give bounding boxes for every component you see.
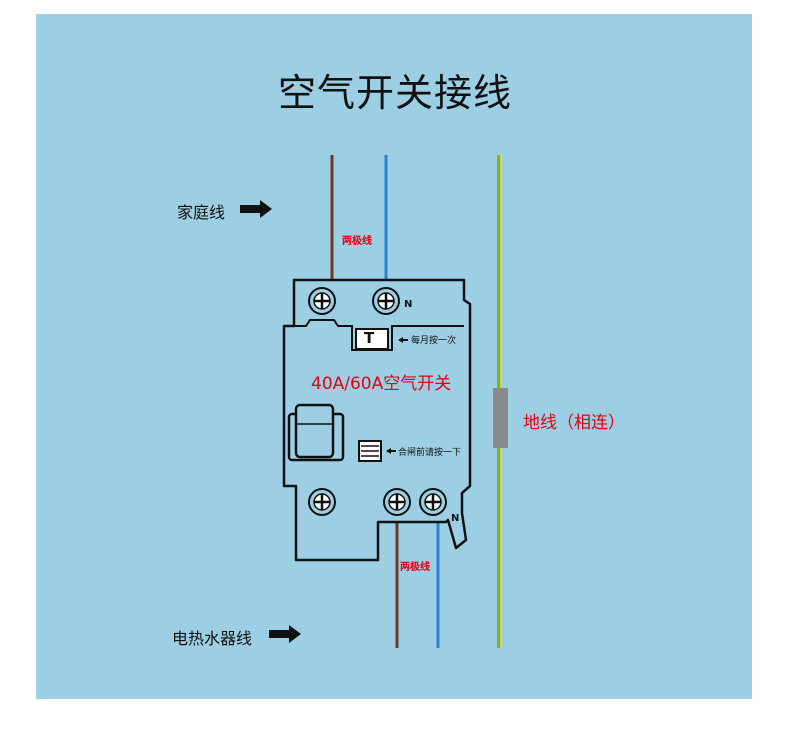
page-title: 空气开关接线 <box>277 71 512 115</box>
two-pole-label-bottom: 两极线 <box>400 562 430 573</box>
test-button <box>355 328 389 350</box>
screw-terminal-top-right-icon <box>372 287 400 315</box>
breaker-model-label: 40A/60A空气开关 <box>311 374 452 394</box>
screw-terminal-top-left-icon <box>308 287 336 315</box>
neutral-label-bottom: N <box>451 513 460 524</box>
arrow-heater-line-icon <box>269 625 301 643</box>
earth-connector <box>493 388 508 448</box>
breaker-handle <box>294 403 335 459</box>
screw-terminal-bottom-mid-icon <box>383 488 411 516</box>
screw-terminal-bottom-left-icon <box>308 488 336 516</box>
earth-line-label: 地线（相连） <box>523 413 625 433</box>
heater-line-label: 电热水器线 <box>172 629 253 648</box>
arrow-close-icon <box>386 448 396 454</box>
arrow-home-line-icon <box>240 200 272 218</box>
top-terminal-block <box>294 319 464 351</box>
neutral-label-top: N <box>404 299 413 310</box>
screw-terminal-bottom-right-icon <box>419 488 447 516</box>
press-before-close-label: 合闸前请按一下 <box>398 448 462 458</box>
breaker-body <box>282 278 472 562</box>
test-button-label: T <box>364 329 375 347</box>
arrow-monthly-icon <box>398 337 408 343</box>
two-pole-label-top: 两极线 <box>342 236 372 247</box>
home-line-label: 家庭线 <box>177 203 226 222</box>
press-monthly-label: 每月按一次 <box>411 336 457 346</box>
